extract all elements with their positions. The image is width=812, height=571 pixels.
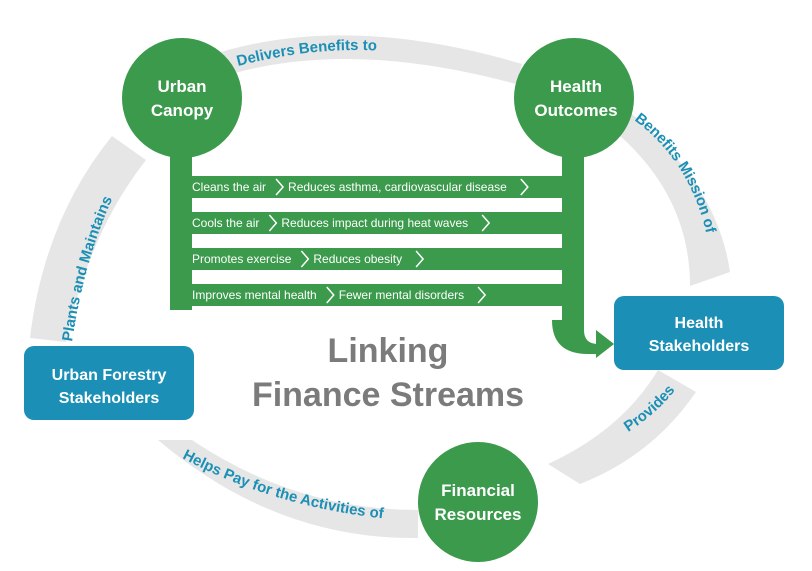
financial-resources-line1: Financial <box>441 481 515 500</box>
box-urban-forestry-stakeholders: Urban Forestry Stakeholders <box>24 346 194 420</box>
row-separator-chevron <box>300 250 310 268</box>
row-separator-chevron <box>268 214 278 232</box>
circle-urban-canopy: Urban Canopy <box>122 38 242 158</box>
health-stakeholders-line2: Stakeholders <box>649 338 750 355</box>
row-separator-chevron <box>275 178 285 196</box>
urban-forestry-stakeholders-line1: Urban Forestry <box>52 367 167 384</box>
arc-right <box>598 100 730 286</box>
arc-top <box>202 35 522 84</box>
benefit-row-band <box>170 212 584 234</box>
urban-canopy-line2: Canopy <box>151 101 214 120</box>
benefit-flow: Cleans the air Reduces asthma, cardiovasc… <box>170 130 614 358</box>
benefit-row-band <box>170 176 584 198</box>
row-end-chevron <box>415 250 425 268</box>
row-end-chevron <box>477 286 487 304</box>
row-cause-text: Cleans the air <box>192 180 266 194</box>
row-end-chevron <box>481 214 491 232</box>
connector-arcs <box>30 35 730 539</box>
title-line1: Linking <box>328 332 449 370</box>
row-effect-text: Fewer mental disorders <box>339 288 464 302</box>
health-stakeholders-line1: Health <box>675 315 724 332</box>
outcomes-arrow-tail <box>562 310 598 354</box>
circle-financial-resources: Financial Resources <box>418 442 538 562</box>
arc-bottom <box>158 440 418 539</box>
benefit-rows: Cleans the air Reduces asthma, cardiovasc… <box>170 176 584 306</box>
health-outcomes-line1: Health <box>550 77 602 96</box>
urban-forestry-stakeholders-line2: Stakeholders <box>59 390 160 407</box>
benefit-row-band <box>170 248 584 270</box>
arc-lower-right <box>548 370 696 484</box>
circle-health-outcomes: Health Outcomes <box>514 38 634 158</box>
row-cause-text: Improves mental health <box>192 288 317 302</box>
urban-canopy-line1: Urban <box>157 77 206 96</box>
title-line2: Finance Streams <box>252 376 524 414</box>
row-separator-chevron <box>326 286 335 304</box>
row-effect-text: Reduces obesity <box>313 252 402 266</box>
financial-resources-line2: Resources <box>435 505 522 524</box>
arc-label-delivers: Delivers Benefits to <box>235 37 377 70</box>
row-cause-text: Promotes exercise <box>192 252 292 266</box>
row-effect-text: Reduces asthma, cardiovascular disease <box>288 180 507 194</box>
outcomes-arrowhead <box>596 330 614 358</box>
row-end-chevron <box>520 178 529 196</box>
arc-left <box>30 136 146 342</box>
box-health-stakeholders: Health Stakeholders <box>614 296 784 370</box>
row-effect-text: Reduces impact during heat waves <box>281 216 468 230</box>
health-outcomes-line2: Outcomes <box>534 101 617 120</box>
row-cause-text: Cools the air <box>192 216 259 230</box>
